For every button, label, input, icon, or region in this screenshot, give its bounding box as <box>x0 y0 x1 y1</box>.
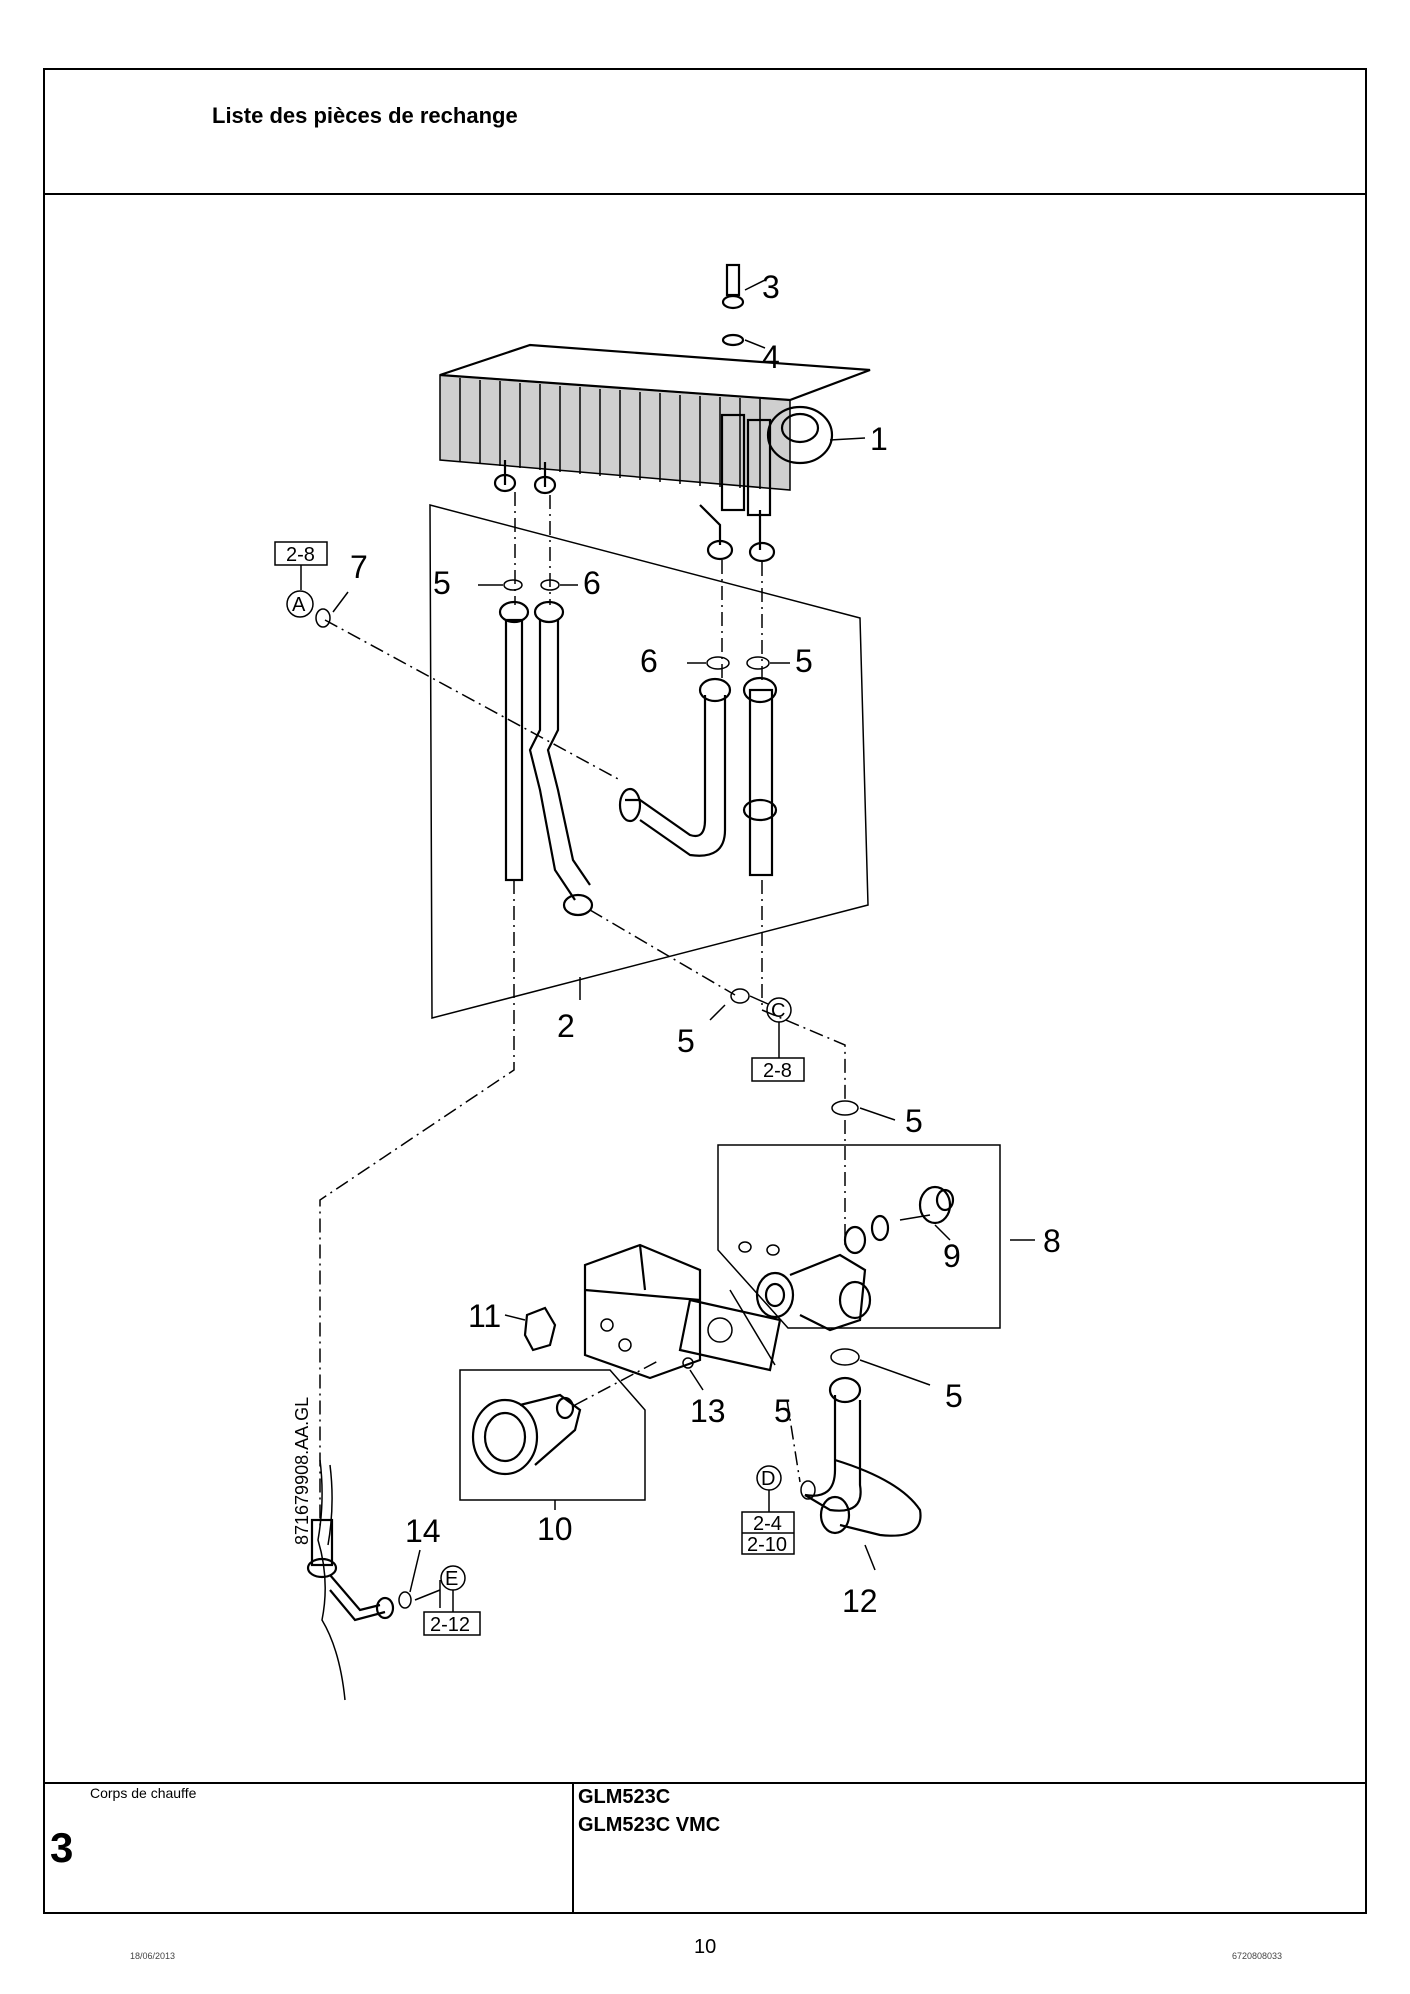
callout-10: 10 <box>537 1511 573 1547</box>
callout-2: 2 <box>557 1008 575 1044</box>
reference-e-page: 2-12 <box>430 1614 470 1636</box>
reference-a-page: 2-8 <box>286 544 315 566</box>
callout-6: 6 <box>640 643 658 679</box>
callout-5: 5 <box>945 1378 963 1414</box>
pump-housing-part <box>738 1185 955 1332</box>
pipe-kit-part <box>498 600 778 917</box>
document-number: 6720808033 <box>1232 1951 1283 1961</box>
header-separator <box>43 193 1367 195</box>
callout-7: 7 <box>350 549 368 585</box>
footer-separator <box>43 1782 1367 1784</box>
reference-c: C 2-8 <box>751 997 805 1082</box>
callout-4: 4 <box>762 339 780 375</box>
page-frame <box>43 68 1367 1914</box>
pipe-kit-outline <box>429 504 869 1019</box>
reference-c-letter: C <box>771 1000 785 1022</box>
callout-5: 5 <box>905 1103 923 1139</box>
reference-a-letter: A <box>292 594 306 616</box>
callout-1: 1 <box>870 421 888 457</box>
callout-9: 9 <box>943 1238 961 1274</box>
reference-d: D 2-4 2-10 <box>741 1465 795 1556</box>
callout-5: 5 <box>433 565 451 601</box>
footer-divider <box>572 1782 574 1914</box>
model-name-2: GLM523C VMC <box>578 1814 721 1836</box>
pipe-12-part <box>800 1348 922 1537</box>
callout-11: 11 <box>468 1298 501 1334</box>
callout-5: 5 <box>774 1393 792 1429</box>
reference-d-page-2: 2-10 <box>747 1534 787 1556</box>
section-label: Corps de chauffe <box>90 1785 197 1801</box>
callout-6: 6 <box>583 565 601 601</box>
reference-a: 2-8 A <box>274 541 328 618</box>
callout-13: 13 <box>690 1393 726 1429</box>
reference-d-page-1: 2-4 <box>753 1513 782 1535</box>
callout-5: 5 <box>677 1023 695 1059</box>
reference-c-page: 2-8 <box>763 1060 792 1082</box>
pump-housing-box <box>717 1144 1001 1329</box>
part-10-box <box>459 1369 646 1501</box>
heat-exchanger-part <box>439 343 871 563</box>
callout-8: 8 <box>1043 1223 1061 1259</box>
callout-3: 3 <box>762 269 780 305</box>
reference-e: E 2-12 <box>423 1565 481 1636</box>
page-title: Liste des pièces de rechange <box>212 103 518 128</box>
control-block-part <box>583 1243 782 1380</box>
callout-14: 14 <box>405 1513 441 1549</box>
document-date: 18/06/2013 <box>130 1951 176 1961</box>
reference-e-letter: E <box>445 1568 458 1590</box>
callout-12: 12 <box>842 1583 878 1619</box>
drawing-code: 871679908.AA.GL <box>292 1397 312 1545</box>
pump-motor-part <box>471 1393 582 1476</box>
reference-d-letter: D <box>761 1468 775 1490</box>
model-name-1: GLM523C <box>578 1786 671 1808</box>
sensor-14-part <box>306 1459 412 1701</box>
page-number: 10 <box>694 1936 717 1958</box>
section-number: 3 <box>50 1824 74 1871</box>
callout-5: 5 <box>795 643 813 679</box>
